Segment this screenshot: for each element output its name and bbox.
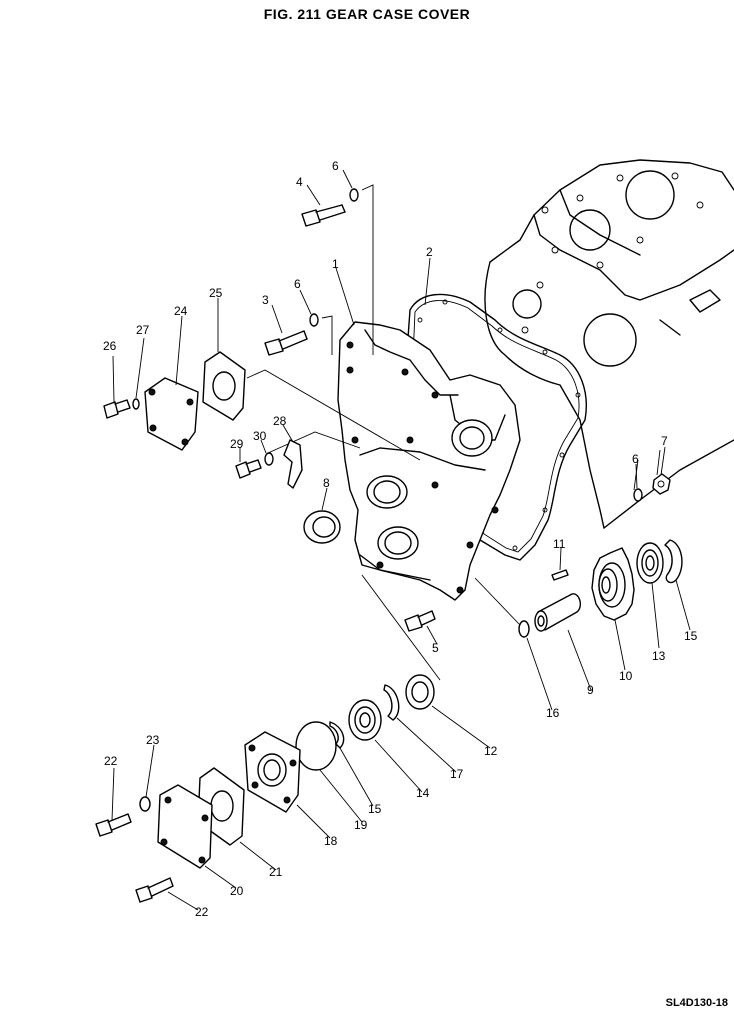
callout-6b: 6 [294,277,301,291]
callout-1: 1 [332,257,339,271]
gasket-2 [404,293,587,561]
callout-23: 23 [146,733,160,747]
callout-5: 5 [432,641,439,655]
bolt-22b [135,877,174,903]
callout-6c: 6 [632,452,639,466]
callout-2: 2 [426,245,433,259]
washer-27 [132,398,140,410]
nut-7 [652,473,671,495]
callout-12: 12 [484,744,498,758]
callout-21: 21 [269,865,283,879]
callout-30: 30 [253,429,267,443]
snap-ring-15b [329,721,345,749]
callout-27: 27 [136,323,150,337]
seal-12 [405,674,435,710]
washer-6b [309,313,319,327]
engine-block [484,159,734,529]
callout-13: 13 [652,649,666,663]
bolt-26 [103,399,131,419]
callout-28: 28 [273,414,287,428]
callout-11: 11 [553,537,566,551]
bearing-14 [348,699,382,741]
bolt-3 [264,330,308,356]
callout-22a: 22 [104,754,118,768]
callout-26: 26 [103,339,117,353]
callout-leaders [111,169,691,911]
washer-6c [633,488,643,502]
bracket-28 [283,439,303,489]
washer-23 [139,796,151,812]
callout-18: 18 [324,834,338,848]
shaft-9 [534,593,582,632]
gasket-25 [202,351,246,421]
housing-18 [244,731,301,813]
callout-labels: 6 4 2 1 6 3 25 24 27 26 28 30 29 7 6 8 1… [103,159,698,919]
callout-20: 20 [230,884,244,898]
bolt-22a [95,813,132,837]
key-11 [551,569,569,581]
gear-case-cover-1 [337,321,521,601]
washer-30 [264,452,274,466]
callout-24: 24 [174,304,188,318]
callout-4: 4 [296,175,303,189]
callout-19: 19 [354,818,368,832]
bearing-13 [636,542,664,584]
callout-17: 17 [450,767,464,781]
figure-title: FIG. 211 GEAR CASE COVER [263,6,471,22]
callout-15b: 15 [368,802,382,816]
washer-6a [349,188,359,202]
gear-10 [591,547,635,621]
callout-29: 29 [230,437,244,451]
callout-9: 9 [587,683,594,697]
snap-ring-17 [383,684,400,721]
callout-15a: 15 [684,629,698,643]
snap-ring-15a [664,539,683,584]
callout-6a: 6 [332,159,339,173]
callout-7: 7 [661,434,668,448]
bolt-4 [301,204,346,227]
cover-plate-24 [144,377,199,451]
callout-8: 8 [323,476,330,490]
o-ring-19 [295,721,337,771]
bolt-5 [404,610,436,632]
cover-20 [157,784,213,869]
callout-22b: 22 [195,905,209,919]
ring-16 [518,620,530,638]
callout-14: 14 [416,786,430,800]
callout-10: 10 [619,669,633,683]
leader-lines [246,184,661,681]
callout-3: 3 [262,293,269,307]
callout-16: 16 [546,706,560,720]
callout-25: 25 [209,286,223,300]
drawing-code: SL4D130-18 [665,997,728,1009]
bolt-29 [235,459,262,479]
oil-seal-8 [303,510,341,544]
